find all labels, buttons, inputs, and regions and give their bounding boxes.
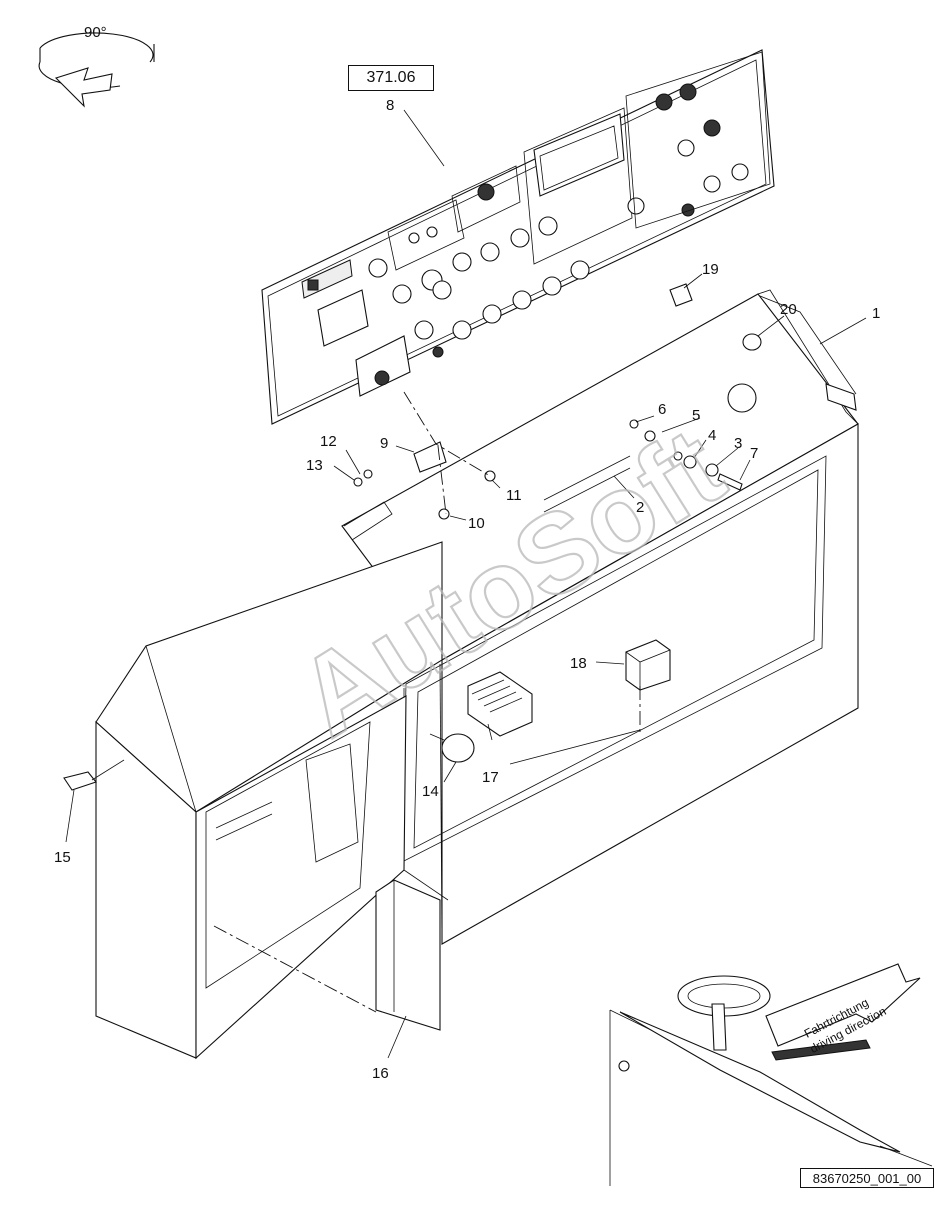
fasteners-3-7 — [353, 419, 743, 520]
inset-steering-view — [609, 963, 921, 1186]
callout-20: 20 — [780, 301, 797, 318]
knob-15 — [63, 759, 125, 791]
knob-14 — [429, 733, 475, 763]
rotate-90-icon: 90° — [38, 24, 155, 108]
callout-16: 16 — [372, 1065, 389, 1082]
bracket-9 — [413, 441, 447, 473]
callout-5: 5 — [692, 407, 700, 424]
front-cover — [95, 541, 443, 1060]
callout-17: 17 — [482, 769, 499, 786]
cover-plate-16 — [375, 879, 441, 1031]
callout-11: 11 — [506, 487, 522, 504]
callout-labels: 1 2 3 4 5 6 7 8 9 10 11 12 13 14 15 16 1… — [54, 97, 880, 1082]
callout-4: 4 — [708, 427, 716, 444]
fitting-19 — [669, 283, 693, 307]
drawing-code-box: 83670250_001_00 — [800, 1168, 934, 1188]
callout-19: 19 — [702, 261, 719, 278]
callout-14: 14 — [422, 783, 439, 800]
callout-13: 13 — [306, 457, 323, 474]
callout-6: 6 — [658, 401, 666, 418]
control-panel — [261, 49, 775, 425]
callout-12: 12 — [320, 433, 337, 450]
rotation-label: 90° — [84, 24, 107, 41]
leader-8 — [403, 109, 445, 167]
heat-sink-17 — [467, 671, 533, 737]
callout-10: 10 — [468, 515, 485, 532]
callout-9: 9 — [380, 435, 388, 452]
leader-lines — [65, 273, 933, 1167]
callout-15: 15 — [54, 849, 71, 866]
callout-7: 7 — [750, 445, 758, 462]
callout-2: 2 — [636, 499, 644, 516]
grommet-20 — [742, 333, 762, 351]
callout-8: 8 — [386, 97, 394, 114]
callout-18: 18 — [570, 655, 587, 672]
relay-18 — [625, 639, 671, 691]
callout-3: 3 — [734, 435, 742, 452]
assembly-dash-lines — [213, 391, 641, 1013]
reference-number-box: 371.06 — [348, 65, 434, 91]
callout-1: 1 — [872, 305, 880, 322]
